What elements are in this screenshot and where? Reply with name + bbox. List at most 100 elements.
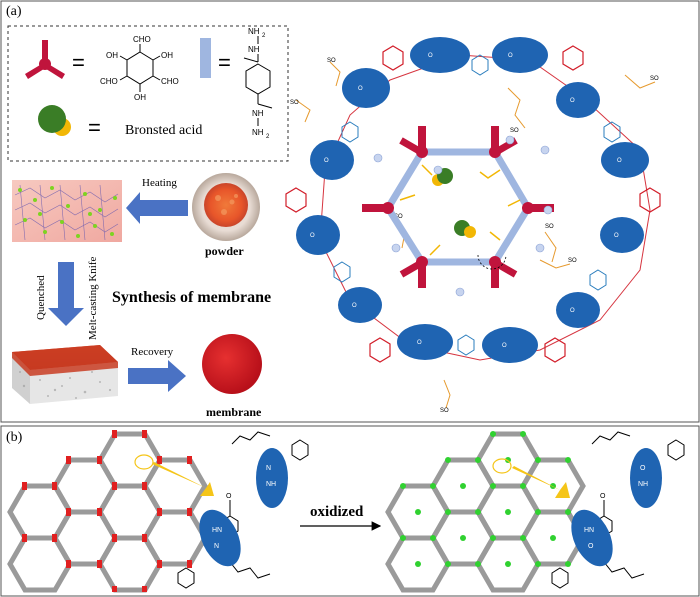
svg-text:NH: NH (248, 27, 260, 36)
amide-ellipse-1 (410, 37, 470, 73)
recovery-label: Recovery (131, 346, 174, 358)
oh-bottom: OH (134, 93, 146, 102)
recovery-arrow (128, 360, 186, 392)
svg-text:NH: NH (638, 481, 648, 488)
svg-text:O: O (310, 233, 315, 239)
svg-text:O: O (570, 98, 575, 104)
triketo-ring-left (285, 187, 307, 213)
svg-text:O: O (352, 303, 357, 309)
cof-model-after (385, 431, 586, 593)
amide-ellipse-3 (342, 68, 390, 108)
cof-pore-structure: O O O O O O O O O O O O (285, 37, 661, 414)
oh-right-top: OH (161, 51, 173, 60)
svg-text:O: O (508, 53, 513, 59)
svg-text:O: O (428, 53, 433, 59)
melt-casting-label: Melt-casting Knife (87, 256, 99, 340)
oxidized-label: oxidized (310, 504, 364, 520)
amide-ellipse-4 (556, 82, 600, 118)
svg-text:NH: NH (252, 128, 264, 137)
quenched-arrow (48, 262, 84, 326)
hydrazone-ellipse-before-bottom (199, 509, 241, 567)
triketo-ring-top-right (562, 45, 584, 71)
central-hexagon-pore (362, 126, 554, 297)
panel-b-border (0, 425, 700, 597)
svg-text:O: O (417, 340, 422, 346)
melt-cast-block-image (12, 345, 118, 404)
svg-text:O: O (502, 343, 507, 349)
svg-text:NH: NH (266, 481, 276, 488)
panel-a-border (0, 0, 700, 423)
quenched-label: Quenched (35, 275, 47, 320)
svg-text:O: O (640, 465, 646, 472)
svg-text:HN: HN (212, 527, 222, 534)
hydrazone-ellipse-before-top (256, 448, 288, 508)
svg-text:SO: SO (394, 214, 403, 220)
linker-bar-icon (200, 38, 211, 78)
tri-node-icon (25, 40, 65, 79)
svg-text:SO: SO (290, 100, 299, 106)
pointer-arrow-left (152, 462, 214, 496)
svg-text:NH: NH (252, 109, 264, 118)
svg-text:SO: SO (440, 408, 449, 414)
svg-text:N: N (266, 465, 271, 472)
triformyl-phloroglucinol-structure: CHO OH CHO OH CHO OH (100, 35, 179, 102)
amide-ellipse-2 (492, 37, 548, 73)
cof-model-before (7, 430, 208, 593)
legend-box (7, 25, 289, 162)
svg-text:O: O (324, 158, 329, 164)
svg-text:NH: NH (248, 45, 260, 54)
cho-right-bottom: CHO (161, 77, 179, 86)
svg-text:SO: SO (510, 128, 519, 134)
svg-text:SO: SO (650, 76, 659, 82)
pointer-arrow-right (512, 466, 570, 498)
svg-text:O: O (358, 86, 363, 92)
amide-ellipse-6 (601, 142, 649, 178)
oh-left-top: OH (106, 51, 118, 60)
svg-text:SO: SO (545, 224, 554, 230)
amide-ellipse-after-bottom (571, 509, 613, 567)
synthesis-title: Synthesis of membrane (112, 289, 271, 306)
equals-sign-1: = (72, 50, 85, 75)
amide-ellipse-5 (310, 140, 354, 180)
cho-left-bottom: CHO (100, 77, 118, 86)
cho-top: CHO (133, 35, 151, 44)
powder-label: powder (205, 244, 244, 258)
svg-text:2: 2 (262, 33, 266, 39)
svg-text:N: N (214, 543, 219, 550)
svg-text:O: O (617, 158, 622, 164)
svg-text:O: O (600, 493, 606, 500)
amide-ellipse-11 (397, 324, 453, 360)
equals-sign-2: = (218, 50, 231, 75)
panel-b-label: (b) (6, 430, 23, 445)
heating-arrow (126, 192, 188, 224)
triketo-ring-bottom-left (369, 337, 391, 363)
triketo-ring-bottom-right (544, 337, 566, 363)
svg-text:2: 2 (266, 134, 270, 140)
amide-ellipse-after-top (630, 448, 662, 508)
cof-film-image (12, 180, 122, 242)
triketo-ring-top-left (382, 45, 404, 71)
membrane-label: membrane (206, 405, 262, 419)
svg-text:O: O (570, 308, 575, 314)
amide-ellipse-8 (600, 217, 644, 253)
bronsted-acid-icon (38, 105, 71, 136)
terephthalic-dihydrazide-structure: NH 2 NH NH NH 2 (243, 27, 273, 140)
amide-ellipse-9 (338, 287, 382, 323)
svg-text:HN: HN (584, 527, 594, 534)
bronsted-acid-label: Bronsted acid (125, 123, 202, 138)
amide-ellipse-10 (556, 292, 600, 328)
svg-text:O: O (226, 493, 232, 500)
svg-text:SO: SO (568, 258, 577, 264)
triketo-ring-right (639, 187, 661, 213)
powder-image (192, 173, 260, 241)
panel-a-label: (a) (6, 4, 22, 19)
svg-text:O: O (588, 543, 594, 550)
svg-text:O: O (614, 233, 619, 239)
heating-label: Heating (142, 177, 177, 189)
amide-ellipse-12 (482, 327, 538, 363)
amide-ellipse-7 (296, 215, 340, 255)
membrane-disc-image (202, 334, 262, 394)
